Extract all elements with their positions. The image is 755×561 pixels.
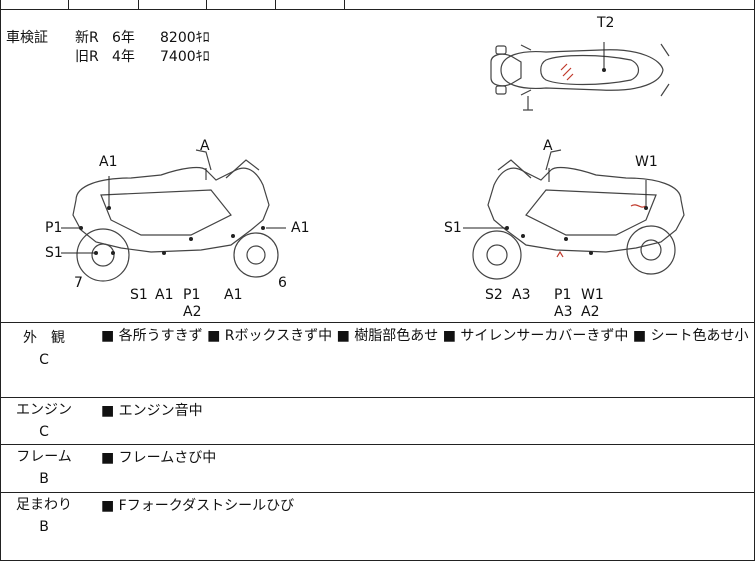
scooter-right-side-view bbox=[472, 149, 685, 280]
column-divider bbox=[68, 0, 69, 9]
label-right: A3 bbox=[554, 304, 573, 320]
condition-name: 外 観 bbox=[23, 330, 65, 346]
damage-marks bbox=[556, 63, 646, 258]
scooter-left-side-view bbox=[72, 149, 279, 282]
condition-notes: ■ フレームさび中 bbox=[101, 450, 217, 466]
label-left: A2 bbox=[183, 304, 202, 320]
label-left: 7 bbox=[74, 275, 83, 291]
condition-grade: B bbox=[39, 471, 49, 487]
column-divider bbox=[344, 0, 345, 9]
registration-price: 8200ｷﾛ bbox=[160, 30, 210, 46]
registration-years: 6年 bbox=[112, 30, 135, 46]
label-right: A2 bbox=[581, 304, 600, 320]
label-right: P1 bbox=[554, 287, 572, 303]
label-left: S1 bbox=[45, 245, 63, 261]
condition-row-exterior: 外 観 C ■ 各所うすきず ■ Rボックスきず中 ■ 樹脂部色あせ ■ サイレ… bbox=[1, 322, 754, 398]
label-top-view: T2 bbox=[597, 15, 615, 31]
registration-price: 7400ｷﾛ bbox=[160, 49, 210, 65]
label-right: S1 bbox=[444, 220, 462, 236]
label-left: A1 bbox=[99, 154, 118, 170]
label-left: A1 bbox=[155, 287, 174, 303]
label-left: A1 bbox=[291, 220, 310, 236]
condition-row-suspension: 足まわり B ■ Fフォークダストシールひび bbox=[1, 492, 754, 561]
inspection-points bbox=[79, 68, 648, 255]
condition-name: 足まわり bbox=[16, 497, 72, 513]
label-left: A bbox=[200, 138, 210, 154]
registration-kind: 旧R bbox=[75, 49, 99, 65]
top-table-edge bbox=[1, 0, 754, 10]
column-divider bbox=[138, 0, 139, 9]
label-left: S1 bbox=[130, 287, 148, 303]
condition-name: フレーム bbox=[16, 449, 72, 465]
label-left: P1 bbox=[183, 287, 201, 303]
condition-row-engine: エンジン C ■ エンジン音中 bbox=[1, 397, 754, 445]
condition-row-frame: フレーム B ■ フレームさび中 bbox=[1, 444, 754, 493]
label-right: W1 bbox=[635, 154, 658, 170]
condition-grade: C bbox=[39, 424, 49, 440]
condition-name: エンジン bbox=[16, 402, 72, 418]
registration-years: 4年 bbox=[112, 49, 135, 65]
diagram-area: 車検証 新R 6年 8200ｷﾛ 旧R 4年 7400ｷﾛ bbox=[1, 10, 754, 323]
column-divider bbox=[206, 0, 207, 9]
column-divider bbox=[275, 0, 276, 9]
label-right: A3 bbox=[512, 287, 531, 303]
label-left: A1 bbox=[224, 287, 243, 303]
label-left: 6 bbox=[278, 275, 287, 291]
leader-lines bbox=[61, 42, 647, 254]
label-right: A bbox=[543, 138, 553, 154]
label-right: W1 bbox=[581, 287, 604, 303]
label-right: S2 bbox=[485, 287, 503, 303]
label-left: P1 bbox=[45, 220, 63, 236]
condition-grade: C bbox=[39, 352, 49, 368]
registration-label: 車検証 bbox=[6, 30, 48, 46]
condition-notes: ■ エンジン音中 bbox=[101, 403, 203, 419]
condition-notes: ■ Fフォークダストシールひび bbox=[101, 498, 295, 514]
registration-kind: 新R bbox=[75, 30, 99, 46]
scooter-diagram bbox=[61, 42, 685, 282]
condition-notes: ■ 各所うすきず ■ Rボックスきず中 ■ 樹脂部色あせ ■ サイレンサーカバー… bbox=[101, 328, 749, 344]
scooter-top-view bbox=[490, 43, 670, 111]
condition-grade: B bbox=[39, 519, 49, 535]
